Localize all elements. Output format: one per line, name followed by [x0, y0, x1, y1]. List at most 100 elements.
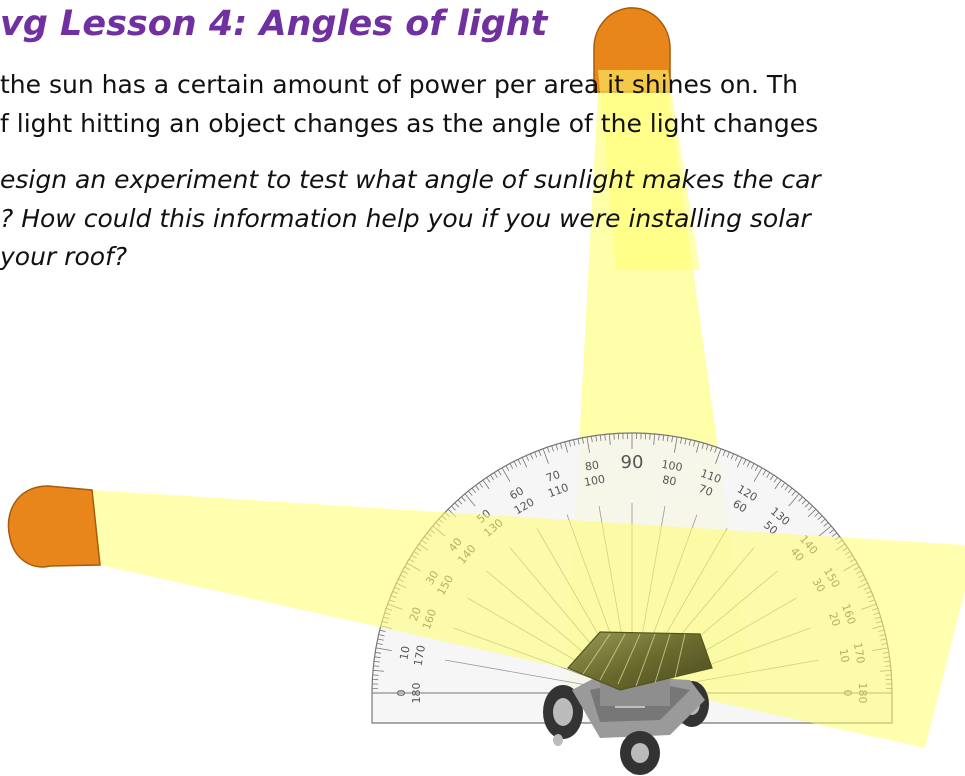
protractor-tick	[493, 472, 498, 478]
protractor-ray	[631, 627, 811, 694]
protractor-tick	[482, 479, 490, 490]
protractor-tick	[865, 591, 872, 595]
protractor-ray	[486, 570, 633, 694]
protractor-tick	[730, 453, 734, 460]
paragraph-2-line-1: esign an experiment to test what angle o…	[0, 165, 821, 194]
protractor-label: 180	[410, 683, 423, 704]
protractor-ray	[467, 597, 633, 694]
protractor-tick	[525, 455, 530, 462]
protractor-label: 110	[546, 481, 570, 500]
protractor-tick	[773, 477, 778, 483]
protractor-label: 60	[730, 497, 749, 515]
protractor-tick	[372, 669, 384, 672]
protractor-tick	[857, 582, 868, 589]
protractor-tick	[710, 445, 713, 452]
protractor-tick	[390, 595, 397, 599]
protractor-tick	[820, 518, 826, 524]
protractor-tick	[595, 435, 598, 442]
protractor-tick	[517, 459, 522, 465]
protractor-tick	[608, 433, 611, 445]
protractor-tick	[406, 562, 421, 572]
protractor-tick	[762, 469, 767, 476]
protractor-tick	[849, 558, 856, 563]
protractor-label: 80	[661, 473, 677, 488]
protractor-tick	[375, 651, 382, 654]
protractor-tick	[398, 578, 404, 583]
protractor-tick	[881, 643, 888, 645]
protractor-tick	[383, 616, 390, 620]
protractor-tick	[444, 512, 450, 517]
protractor-tick	[879, 634, 886, 637]
protractor-tick	[653, 433, 656, 445]
protractor-tick	[872, 608, 878, 611]
protractor-tick	[426, 532, 433, 537]
protractor-tick	[376, 643, 383, 645]
protractor-label: 30	[423, 568, 441, 587]
protractor-tick	[784, 485, 789, 491]
protractor-tick	[599, 434, 602, 441]
protractor-tick	[860, 578, 866, 583]
protractor-tick	[604, 434, 606, 441]
lesson-title: vg Lesson 4: Angles of light	[0, 4, 548, 44]
protractor-tick	[486, 477, 491, 483]
protractor-tick	[671, 436, 674, 443]
protractor-tick	[394, 586, 401, 591]
protractor-tick	[872, 647, 889, 651]
protractor-tick	[834, 536, 840, 541]
protractor-tick	[788, 487, 793, 494]
protractor-label: 140	[455, 542, 478, 566]
protractor-tick	[705, 444, 709, 451]
protractor-tick	[547, 447, 550, 453]
protractor-tick	[416, 547, 422, 552]
protractor-label: 180	[856, 683, 869, 704]
protractor-ray	[536, 528, 633, 694]
protractor-ray	[453, 627, 633, 694]
protractor-label: 170	[412, 644, 428, 667]
protractor-tick	[818, 525, 832, 537]
protractor-tick	[497, 469, 502, 476]
protractor-tick	[680, 437, 682, 444]
protractor-tick	[854, 566, 860, 571]
protractor-tick	[421, 539, 427, 545]
protractor-tick	[501, 467, 511, 482]
protractor-tick	[856, 570, 862, 575]
protractor-label: 70	[544, 468, 562, 485]
protractor-tick	[441, 515, 447, 521]
protractor-label: 130	[481, 516, 505, 539]
protractor-tick	[814, 512, 820, 517]
paragraph-2-line-3: your roof?	[0, 242, 128, 271]
protractor-label: 40	[446, 535, 465, 554]
protractor-tick	[380, 625, 392, 629]
protractor-tick	[513, 461, 518, 467]
protractor-label: 160	[839, 602, 858, 626]
protractor-label: 0	[841, 690, 854, 697]
protractor-tick	[418, 543, 429, 551]
protractor-tick	[873, 612, 880, 615]
side-light-beam	[92, 490, 965, 748]
protractor-tick	[666, 435, 669, 442]
protractor-tick	[837, 539, 843, 545]
protractor-ray	[444, 659, 633, 694]
protractor-ray	[631, 528, 728, 694]
protractor-tick	[868, 599, 875, 603]
protractor-tick	[402, 570, 408, 575]
protractor-tick	[413, 551, 420, 556]
protractor-tick	[411, 554, 417, 559]
protractor-label: 100	[661, 458, 684, 474]
protractor-label: 10	[397, 645, 412, 661]
protractor-tick	[396, 582, 407, 589]
protractor-tick	[843, 562, 858, 572]
protractor-tick	[538, 450, 542, 457]
protractor-tick	[457, 499, 463, 505]
protractor-tick	[454, 502, 460, 508]
protractor-tick	[389, 599, 396, 603]
solar-car-icon	[543, 631, 713, 775]
protractor-label: 50	[761, 518, 780, 537]
protractor-label: 100	[583, 473, 606, 489]
protractor-tick	[432, 525, 446, 537]
protractor-tick	[823, 522, 829, 527]
protractor-tick	[475, 485, 480, 491]
protractor-tick	[880, 638, 887, 641]
